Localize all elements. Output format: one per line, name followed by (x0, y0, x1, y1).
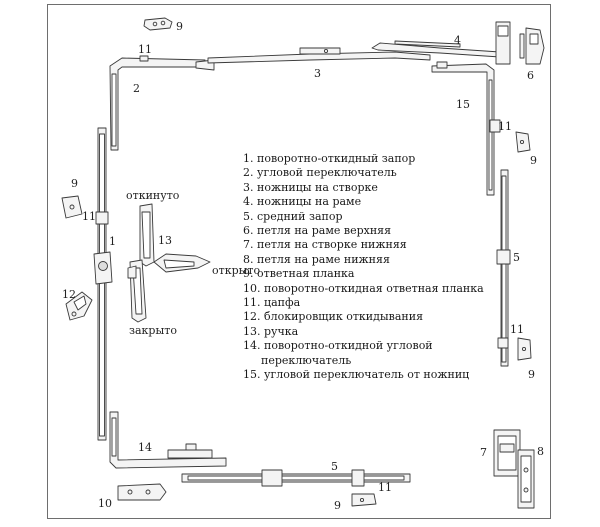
scissors-corner-switch (431, 61, 501, 196)
callout-14: 14 (138, 441, 152, 454)
callout-15: 15 (456, 98, 470, 111)
callout-5: 5 (331, 460, 338, 473)
turn-tilt-corner-switch (109, 411, 227, 469)
bottom-sash-hinge (493, 429, 521, 477)
legend-item: 5. средний запор (243, 209, 343, 223)
callout-2: 2 (133, 82, 140, 95)
callout-13: 13 (158, 234, 172, 247)
turn-tilt-lock-rail (93, 127, 113, 441)
callout-9: 9 (528, 368, 535, 381)
legend-item: 2. угловой переключатель (243, 166, 397, 180)
callout-8: 8 (537, 445, 544, 458)
legend-item: 1. поворотно-откидный запор (243, 152, 416, 165)
strike-plate-left (61, 195, 83, 219)
callout-11: 11 (138, 43, 152, 56)
callout-4: 4 (454, 34, 461, 47)
legend-item: 8. петля на раме нижняя (243, 252, 390, 266)
legend-item: 3. ножницы на створке (243, 180, 378, 194)
legend-list: 1. поворотно-откидный запор 2. угловой п… (243, 152, 501, 383)
callout-1: 1 (109, 235, 116, 248)
handle-state-tilted: откинуто (126, 189, 180, 202)
legend-item: 4. ножницы на раме (243, 195, 362, 209)
callout-5: 5 (513, 251, 520, 264)
legend-item: 6. петля на раме верхняя (243, 224, 392, 238)
frame-scissors (371, 21, 511, 65)
legend-item: 13. ручка (243, 324, 299, 338)
middle-lock-right (496, 169, 511, 367)
top-frame-hinge (519, 27, 545, 65)
callout-7: 7 (480, 446, 487, 459)
strike-plate-right-upper (515, 131, 531, 153)
sash-scissors (207, 47, 431, 64)
handle-state-open: открыто (212, 264, 261, 277)
middle-lock-bottom (181, 469, 411, 487)
strike-plate-top (143, 17, 173, 31)
callout-9: 9 (176, 20, 183, 33)
legend-item: 14. поворотно-откидной угловой переключа… (243, 339, 433, 367)
tilt-blocker (65, 291, 93, 321)
legend-item: 12. блокировщик откидывания (243, 310, 424, 324)
handle-tilted (139, 203, 155, 267)
legend-item: 9. ответная планка (243, 267, 355, 281)
corner-switch-top-left (109, 55, 215, 151)
handle-state-closed: закрыто (129, 324, 177, 337)
legend-item: 10. поворотно-откидная ответная планка (243, 281, 484, 295)
callout-6: 6 (527, 69, 534, 82)
callout-10: 10 (98, 497, 112, 510)
callout-11: 11 (498, 120, 512, 133)
legend-item: 11. цапфа (243, 296, 301, 310)
callout-11: 11 (378, 481, 392, 494)
callout-9: 9 (334, 499, 341, 512)
callout-9: 9 (530, 154, 537, 167)
bottom-frame-hinge (517, 449, 535, 509)
callout-9: 9 (71, 177, 78, 190)
callout-11: 11 (510, 323, 524, 336)
legend-item: 7. петля на створке нижняя (243, 238, 407, 252)
strike-plate-right-lower (517, 337, 532, 361)
callout-12: 12 (62, 288, 76, 301)
callout-11: 11 (82, 210, 96, 223)
callout-3: 3 (314, 67, 321, 80)
tilt-turn-strike-plate (117, 483, 167, 501)
handle-open (153, 253, 211, 273)
handle-closed (127, 259, 147, 323)
strike-plate-bottom (351, 493, 377, 507)
legend-item: 15. угловой переключатель от ножниц (243, 368, 470, 382)
